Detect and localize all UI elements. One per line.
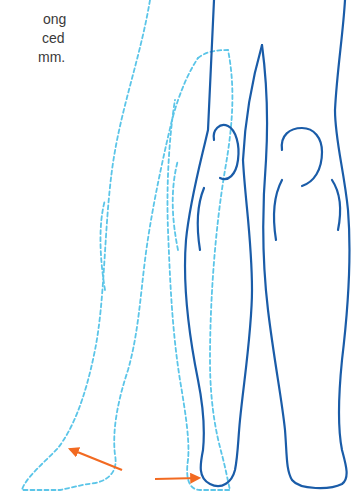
calf-line xyxy=(198,188,204,250)
displaced-legs xyxy=(22,0,232,490)
kneecap xyxy=(214,125,239,179)
displaced-calf-line xyxy=(173,160,178,250)
movement-arrows xyxy=(70,449,199,479)
displaced-calf-line xyxy=(100,200,105,290)
calf-line xyxy=(274,180,282,240)
leg-outline xyxy=(185,0,262,486)
note-text: ced xyxy=(42,29,65,47)
displaced-leg-outline xyxy=(22,0,198,490)
kneecap xyxy=(282,128,322,186)
note-text: mm. xyxy=(38,48,65,66)
movement-arrow xyxy=(70,449,122,470)
leg-outline xyxy=(262,0,350,488)
calf-line xyxy=(332,180,340,230)
movement-arrow xyxy=(155,478,199,479)
displaced-leg-outline xyxy=(167,50,232,490)
standing-legs xyxy=(185,0,350,488)
note-text: ong xyxy=(43,10,66,28)
